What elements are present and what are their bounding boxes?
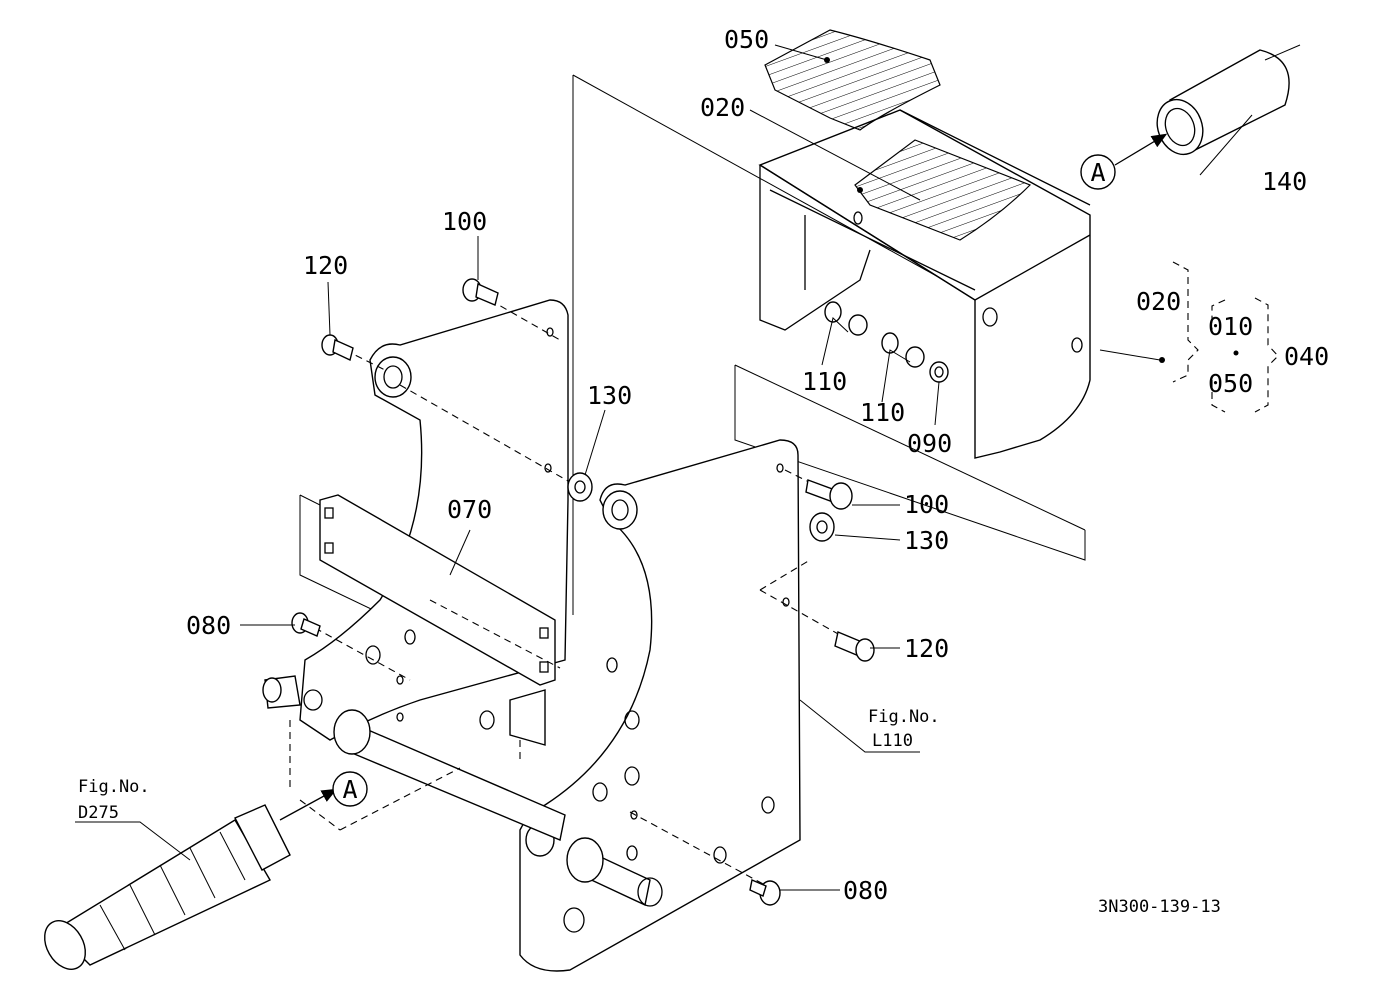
label-050-group: 050 xyxy=(1208,369,1253,398)
fig-ref-l110-line2: L110 xyxy=(872,731,913,751)
label-090: 090 xyxy=(907,429,952,458)
marker-a-top-text: A xyxy=(1090,158,1105,187)
label-040-group: 040 xyxy=(1284,342,1329,371)
assembly-dash-lines xyxy=(289,299,841,886)
bolt-080-bottom xyxy=(749,879,781,906)
fig-ref-d275-line1: Fig.No. xyxy=(78,777,150,797)
bolt-100-top xyxy=(462,278,499,306)
bolt-120-top xyxy=(321,334,354,361)
label-sticker-050 xyxy=(764,29,941,131)
splined-shaft-d275 xyxy=(44,804,291,970)
label-130-left: 130 xyxy=(587,381,632,410)
label-120-right: 120 xyxy=(904,634,949,663)
label-140: 140 xyxy=(1262,167,1307,196)
label-sticker-020 xyxy=(854,139,1032,241)
label-110-b: 110 xyxy=(860,398,905,427)
label-130-right: 130 xyxy=(904,526,949,555)
plate-070 xyxy=(319,494,556,686)
marker-a-bottom-text: A xyxy=(342,775,357,804)
label-050-top: 050 xyxy=(724,25,769,54)
figure-references: Fig.No. L110 Fig.No. D275 xyxy=(78,707,940,823)
shafts xyxy=(262,675,663,907)
nuts-110 xyxy=(824,301,949,383)
marker-circle-a-top: A xyxy=(1080,154,1116,190)
marker-circle-a-bottom: A xyxy=(332,771,368,807)
label-100-top: 100 xyxy=(442,207,487,236)
label-080-left: 080 xyxy=(186,611,231,640)
collar-130-right xyxy=(809,512,835,542)
label-070: 070 xyxy=(447,495,492,524)
leader-lines xyxy=(75,44,1253,891)
group-brackets xyxy=(1172,261,1279,413)
label-100-right: 100 xyxy=(904,490,949,519)
fig-ref-l110-line1: Fig.No. xyxy=(868,707,940,727)
bolt-120-right xyxy=(834,631,875,662)
arrow-a-top xyxy=(1114,133,1168,166)
label-010-group: 010 xyxy=(1208,312,1253,341)
fig-ref-d275-line2: D275 xyxy=(78,803,119,823)
arrow-a-bottom xyxy=(279,788,338,821)
bolt-080-left xyxy=(291,612,321,637)
drawing-code: 3N300-139-13 xyxy=(1098,897,1221,917)
part-labels: 050 020 140 100 120 130 110 110 090 020 … xyxy=(186,25,1329,905)
label-020-top: 020 xyxy=(700,93,745,122)
label-110-a: 110 xyxy=(802,367,847,396)
label-020-group: 020 xyxy=(1136,287,1181,316)
pipe-140 xyxy=(1156,44,1301,156)
collar-130-left xyxy=(567,472,593,502)
label-080-bottom: 080 xyxy=(843,876,888,905)
bolt-100-right xyxy=(805,479,853,510)
label-120-top: 120 xyxy=(303,251,348,280)
